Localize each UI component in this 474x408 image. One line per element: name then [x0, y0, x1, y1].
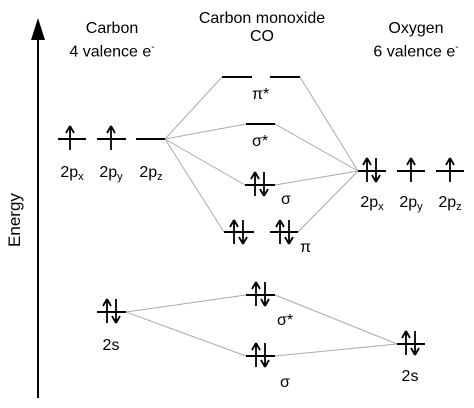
carbon-2p-electrons [65, 125, 116, 150]
oxygen-2px-label: 2px [360, 194, 384, 213]
oxygen-2s-label: 2s [401, 368, 419, 385]
carbon-2s-electrons [102, 298, 121, 324]
sigma-2p-label: σ [281, 191, 291, 208]
sigma-2s-electrons [251, 342, 270, 368]
pi-label: π [300, 239, 312, 256]
sigma-star-2p-label: σ* [252, 133, 269, 150]
oxygen-2py-label: 2py [399, 194, 423, 213]
energy-axis-arrow [31, 18, 45, 398]
carbon-title: Carbon [85, 20, 139, 37]
co-title: Carbon monoxide [198, 10, 326, 27]
carbon-2s-label: 2s [102, 337, 120, 354]
pi-star-label: π* [252, 86, 270, 103]
oxygen-2p-electrons [362, 157, 455, 183]
pi-electrons [229, 219, 294, 245]
co-formula: CO [250, 28, 274, 45]
carbon-2pz-label: 2pz [139, 164, 163, 183]
oxygen-2s-electrons [401, 330, 420, 356]
sigma-star-2s-electrons [251, 281, 270, 307]
oxygen-2pz-label: 2pz [438, 194, 462, 213]
sigma-2s-label: σ [280, 374, 290, 391]
carbon-valence: 4 valence e- [69, 42, 155, 61]
sigma-star-2s-label: σ* [277, 312, 294, 329]
oxygen-valence: 6 valence e- [373, 42, 459, 61]
carbon-2px-label: 2px [60, 164, 84, 183]
sigma-2p-electrons [250, 171, 269, 197]
carbon-2py-label: 2py [99, 164, 123, 183]
oxygen-title: Oxygen [388, 20, 444, 37]
correlation-lines [125, 76, 398, 357]
